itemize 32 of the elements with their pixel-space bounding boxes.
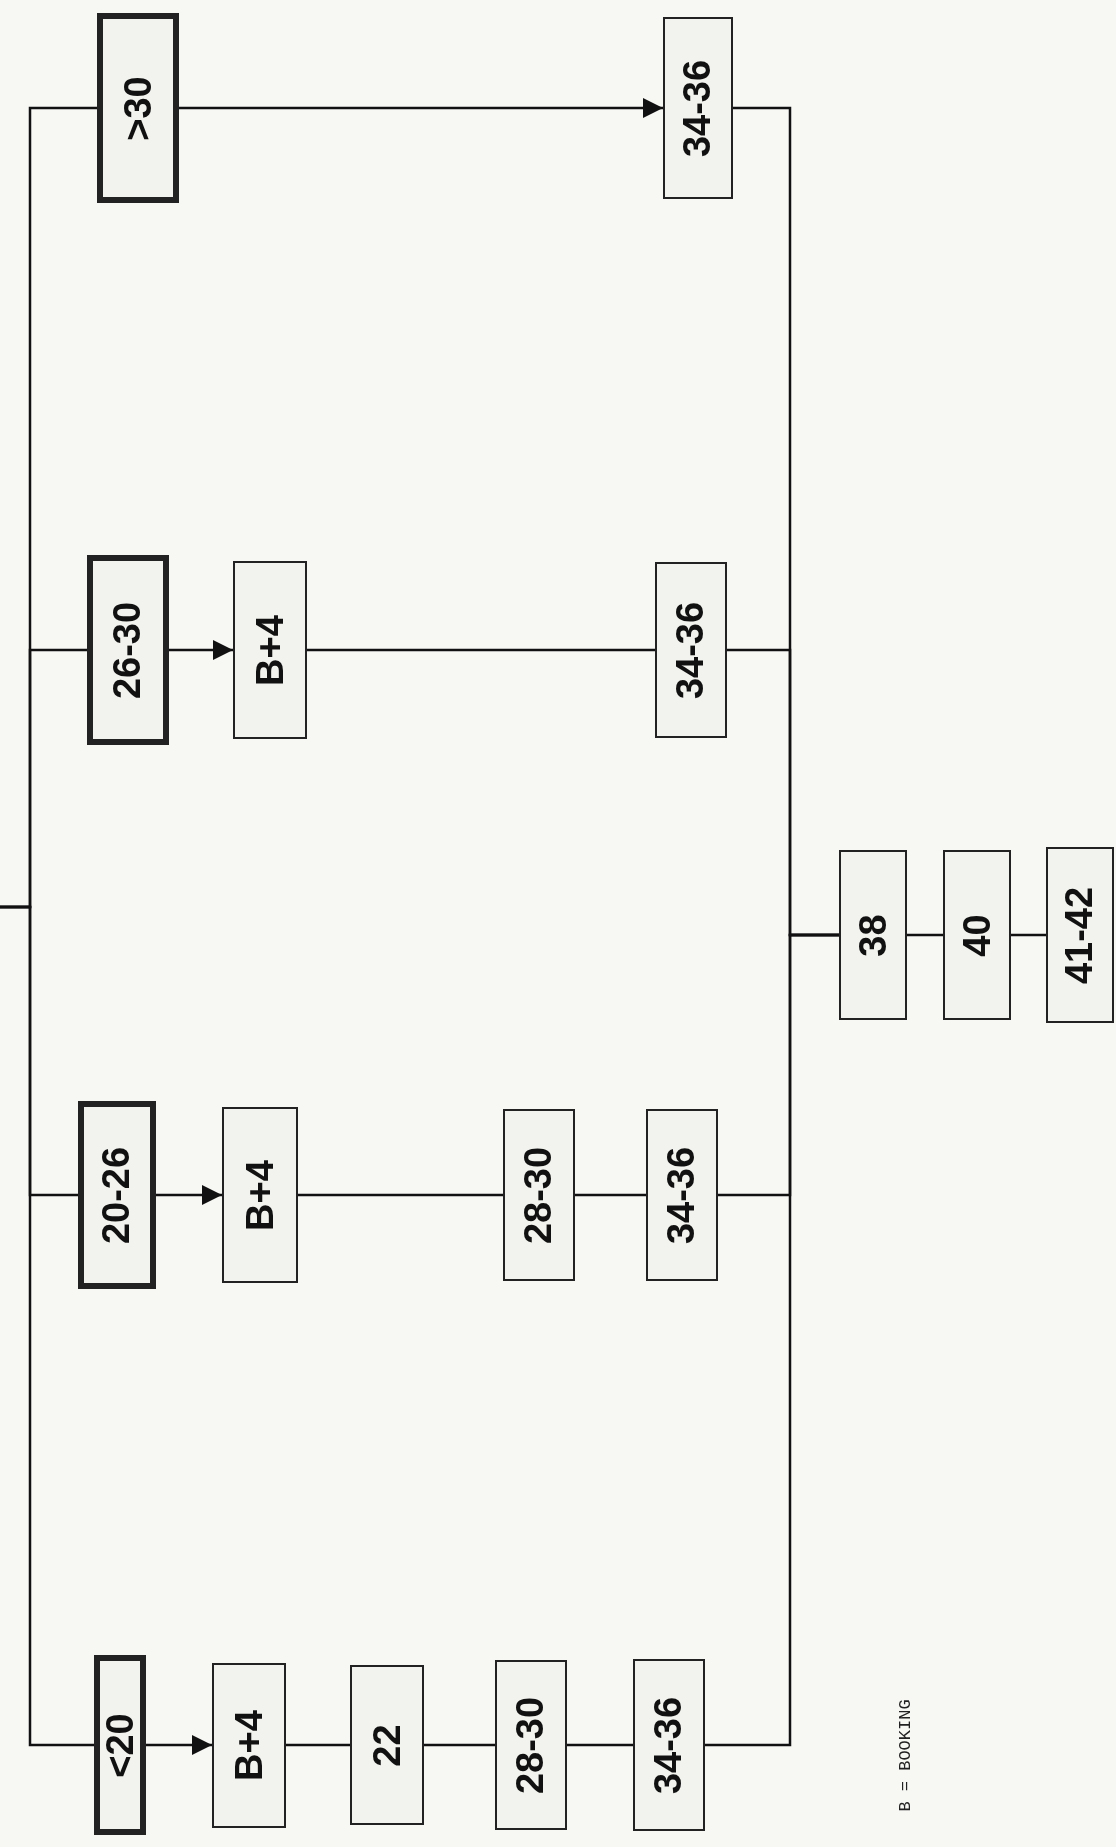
connector-line — [907, 933, 943, 937]
step-box: 28-30 — [495, 1660, 567, 1830]
group-box: 26-30 — [87, 555, 169, 745]
step-box: B+4 — [212, 1662, 286, 1828]
connector-line — [424, 1743, 495, 1747]
group-box: >30 — [97, 13, 179, 203]
step-box: 34-36 — [655, 562, 727, 738]
step-box: 41-42 — [1046, 847, 1114, 1023]
step-box: 34-36 — [646, 1109, 718, 1281]
step-box: B+4 — [222, 1107, 298, 1283]
connector-line — [575, 1193, 646, 1197]
step-box: 28-30 — [503, 1109, 575, 1281]
arrow — [169, 640, 233, 660]
step-box: B+4 — [233, 561, 307, 739]
arrow — [179, 98, 663, 118]
step-box: 40 — [943, 850, 1011, 1020]
connector-line — [567, 1743, 633, 1747]
connector-line — [286, 1743, 350, 1747]
connector-line — [0, 106, 97, 909]
connector-line — [1011, 933, 1046, 937]
connector-line — [733, 106, 839, 937]
step-box: 22 — [350, 1665, 424, 1825]
group-box: <20 — [94, 1655, 146, 1835]
group-box: 20-26 — [78, 1101, 156, 1289]
connector-line — [298, 1193, 503, 1197]
legend-note: B = BOOKING — [895, 1698, 915, 1812]
connector-line — [307, 648, 655, 652]
arrow — [156, 1185, 222, 1205]
arrow — [146, 1735, 212, 1755]
step-box: 38 — [839, 850, 907, 1020]
step-box: 34-36 — [663, 17, 733, 199]
step-box: 34-36 — [633, 1659, 705, 1831]
